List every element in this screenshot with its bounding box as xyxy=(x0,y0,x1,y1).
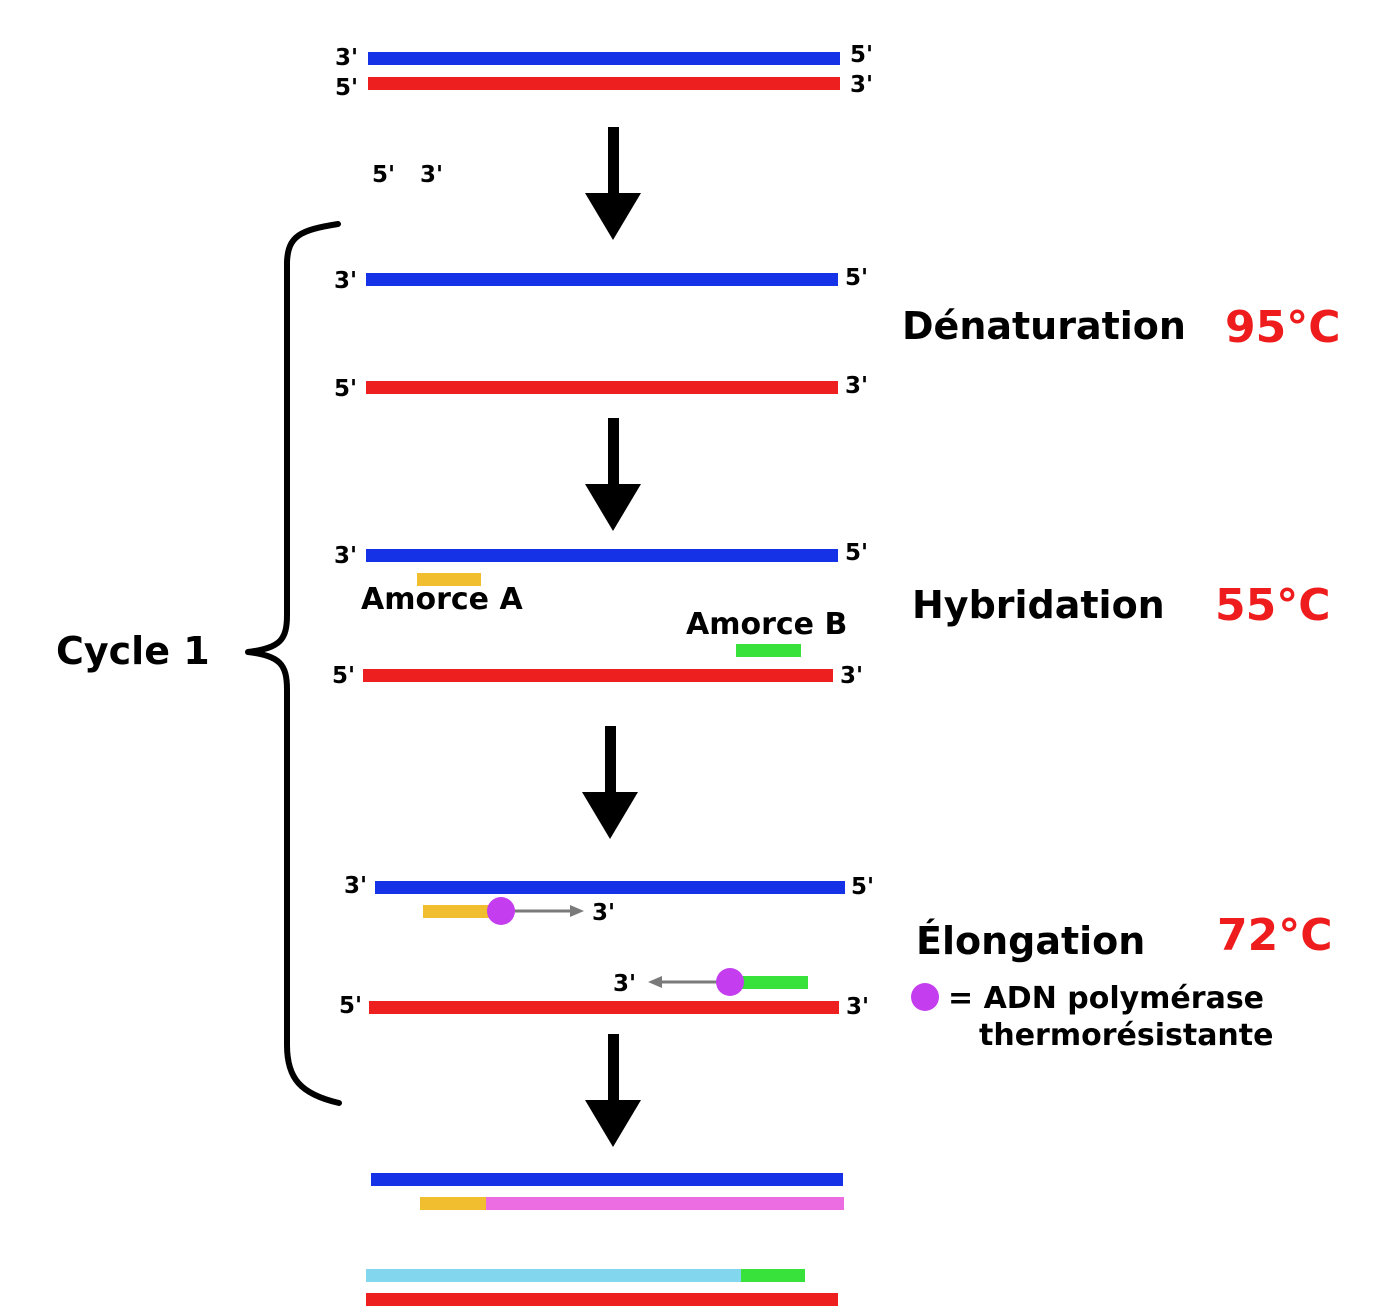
initial-bottom-strand xyxy=(368,77,840,90)
legend-line-1: = ADN polymérase xyxy=(948,981,1265,1016)
result-top-strand xyxy=(371,1173,843,1186)
result-primer-b xyxy=(741,1269,805,1282)
step-denaturation-name: Dénaturation xyxy=(902,304,1186,348)
denat-top-left-label: 3' xyxy=(334,268,358,294)
denat-top-right-label: 5' xyxy=(845,265,869,291)
denatured-bottom-strand xyxy=(366,381,838,394)
result-bottom-strand xyxy=(366,1293,838,1306)
step-elongation-name: Élongation xyxy=(916,919,1146,963)
polymerase-top xyxy=(487,897,515,925)
initial-bottom-right-label: 3' xyxy=(850,72,874,98)
step-denaturation-temp: 95°C xyxy=(1225,302,1341,353)
denat-bottom-left-label: 5' xyxy=(334,376,358,402)
elong-bottom-left-label: 5' xyxy=(339,993,363,1019)
elong-extension-arrowhead-right xyxy=(570,905,584,917)
arrow-down-3 xyxy=(582,726,638,839)
cycle-label: Cycle 1 xyxy=(56,629,210,673)
elong-extension-arrowhead-left xyxy=(648,976,662,988)
denatured-top-strand xyxy=(366,273,838,286)
result-new-bottom xyxy=(366,1269,741,1282)
initial-top-left-label: 3' xyxy=(335,45,359,71)
hybrid-bottom-right-label: 3' xyxy=(840,663,864,689)
primer-b-bar xyxy=(736,644,801,657)
elong-top-right-label: 5' xyxy=(851,874,875,900)
denat-bottom-right-label: 3' xyxy=(845,373,869,399)
elong-primer-a xyxy=(423,905,501,918)
hybrid-top-right-label: 5' xyxy=(845,540,869,566)
hybrid-bottom-left-label: 5' xyxy=(332,663,356,689)
elong-top-left-label: 3' xyxy=(344,873,368,899)
elong-extension-right-label: 3' xyxy=(592,900,616,926)
elong-top-strand xyxy=(375,881,845,894)
initial-top-strand xyxy=(368,52,840,65)
hybrid-top-strand xyxy=(366,549,838,562)
primer-b-label: Amorce B xyxy=(686,607,848,642)
cycle-brace xyxy=(245,221,342,1106)
result-new-top xyxy=(486,1197,844,1210)
legend-line-2: thermorésistante xyxy=(979,1018,1274,1053)
elong-extension-left-label: 3' xyxy=(613,971,637,997)
hybrid-top-left-label: 3' xyxy=(334,543,358,569)
legend-polymerase-dot xyxy=(911,983,939,1011)
floating-3-label: 3' xyxy=(420,162,444,188)
hybrid-bottom-strand xyxy=(363,669,833,682)
elong-primer-b xyxy=(730,976,808,989)
primer-a-bar xyxy=(417,573,481,586)
polymerase-bottom xyxy=(716,968,744,996)
elong-bottom-right-label: 3' xyxy=(846,994,870,1020)
arrow-down-2 xyxy=(585,418,641,531)
initial-top-right-label: 5' xyxy=(850,42,874,68)
step-elongation-temp: 72°C xyxy=(1217,910,1333,961)
elong-bottom-strand xyxy=(369,1001,839,1014)
floating-5-label: 5' xyxy=(372,162,396,188)
primer-a-label: Amorce A xyxy=(361,582,523,617)
step-hybridation-temp: 55°C xyxy=(1215,580,1331,631)
step-hybridation-name: Hybridation xyxy=(912,583,1165,627)
arrow-down-4 xyxy=(585,1034,641,1147)
arrow-down-1 xyxy=(585,127,641,240)
initial-bottom-left-label: 5' xyxy=(335,75,359,101)
result-primer-a xyxy=(420,1197,486,1210)
